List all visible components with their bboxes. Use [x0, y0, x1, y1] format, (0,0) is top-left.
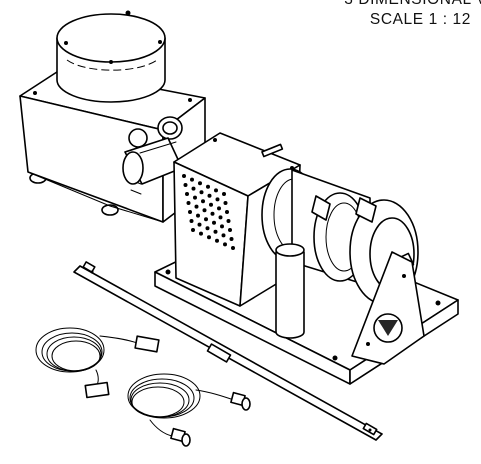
stand-plate	[351, 251, 425, 365]
vent-hole	[196, 213, 200, 218]
vertical-tube	[275, 243, 305, 339]
vent-hole	[226, 219, 231, 223]
db-connector	[84, 381, 110, 399]
vent-hole	[194, 204, 199, 209]
vent-hole	[185, 192, 189, 196]
vent-hole	[215, 197, 220, 202]
vent-hole	[214, 188, 218, 193]
round-plug	[230, 391, 251, 411]
tube-top	[275, 243, 305, 257]
vent-hole	[220, 224, 224, 229]
cable-2	[127, 373, 251, 447]
tube-end	[122, 151, 144, 185]
scale-label: SCALE 1 : 12	[369, 11, 471, 28]
vent-hole	[223, 201, 228, 205]
cable-1	[35, 327, 160, 399]
vent-hole	[207, 235, 211, 240]
drum-assembly	[261, 168, 419, 305]
vent-hole	[231, 246, 235, 250]
vent-hole	[218, 215, 223, 220]
vent-hole	[209, 202, 213, 207]
long-rail	[73, 261, 383, 441]
vent-hole	[222, 192, 226, 196]
vent-hole	[191, 228, 195, 232]
vent-hole	[229, 237, 234, 241]
vent-hole	[189, 219, 194, 223]
vent-hole	[191, 186, 196, 191]
vent-hole	[213, 229, 218, 234]
vent-hole	[204, 217, 208, 222]
rail-clamp	[206, 343, 232, 363]
vent-hole	[217, 206, 221, 211]
tank-lid	[56, 13, 166, 63]
db-connector	[134, 335, 160, 353]
vent-hole	[197, 222, 202, 227]
vent-hole	[221, 233, 226, 238]
bearing-stand	[351, 251, 425, 365]
vent-hole	[193, 195, 197, 200]
vent-hole	[223, 242, 227, 247]
vent-hole	[225, 210, 229, 214]
view-label: 3 DIMENSIONAL V	[344, 0, 481, 8]
side-port	[128, 128, 148, 148]
vent-hole	[212, 220, 216, 225]
vent-hole	[199, 231, 203, 236]
vent-hole	[210, 211, 215, 216]
vent-hole	[198, 181, 202, 186]
vent-hole	[205, 226, 210, 231]
tube-body	[275, 251, 305, 339]
vent-hole	[199, 190, 204, 195]
vent-hole	[215, 238, 219, 243]
round-plug	[170, 427, 191, 447]
vent-hole	[201, 199, 205, 204]
vent-hole	[228, 228, 232, 232]
vent-hole	[182, 174, 186, 178]
vent-hole	[183, 183, 188, 187]
vent-hole	[190, 177, 194, 182]
vent-hole	[207, 193, 212, 198]
vent-hole	[186, 201, 191, 205]
vent-hole	[188, 210, 192, 214]
enclosure-bottom-edge	[27, 171, 164, 223]
vent-grid	[182, 174, 235, 250]
vent-hole	[202, 208, 207, 213]
coupling-tube	[122, 137, 183, 185]
cylindrical-tank	[56, 10, 166, 103]
vent-hole	[206, 184, 210, 189]
